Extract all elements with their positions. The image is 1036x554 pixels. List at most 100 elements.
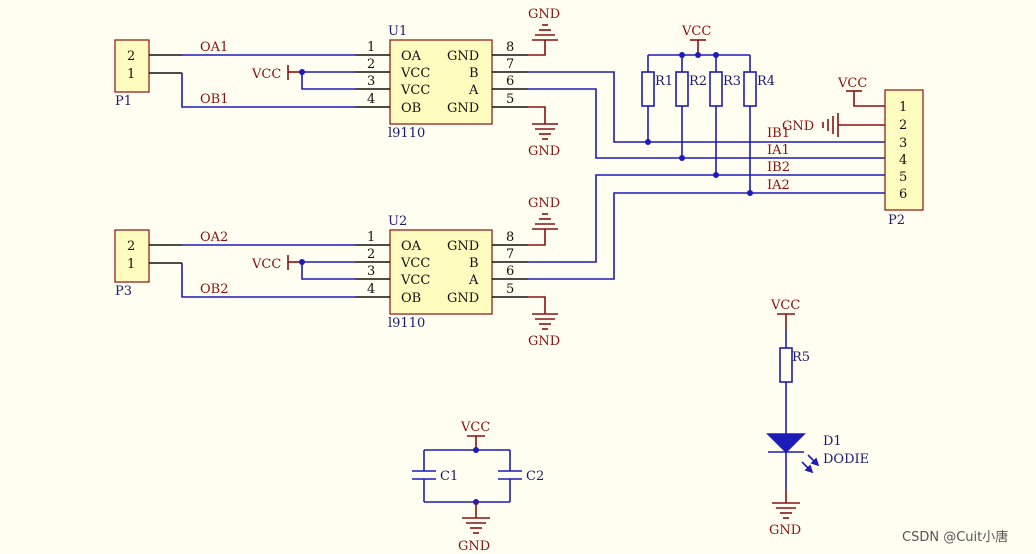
u2-gnd-bottom: GND	[528, 296, 560, 349]
p2-vcc-label: VCC	[837, 76, 867, 91]
u2-pin-name-ob: OB	[401, 291, 421, 306]
u2-pin-name-gnd-top: GND	[447, 239, 479, 254]
u1-pin-name-oa: OA	[401, 49, 422, 64]
u2-pin-num-1: 1	[367, 230, 375, 245]
u1-pin-name-b: B	[469, 66, 479, 81]
p2-pin-4: 4	[899, 153, 907, 168]
resistor-r5: R5	[779, 347, 810, 383]
decoupling-capacitors: VCC C1 C2 GND	[412, 420, 544, 554]
u2-pin-num-7: 7	[506, 247, 514, 262]
c1-label: C1	[440, 469, 458, 484]
u2-pin-name-b: B	[469, 256, 479, 271]
capacitor-c1: C1	[412, 450, 458, 502]
u1-part: l9110	[388, 126, 425, 141]
p2-pin-1: 1	[899, 100, 907, 115]
net-label-ia1: IA1	[767, 143, 790, 158]
u1-gnd-bottom: GND	[528, 106, 560, 159]
u1-pin-num-2: 2	[367, 57, 375, 72]
u2-pin-name-vcc-b: VCC	[400, 273, 430, 288]
net-label-oa2: OA2	[200, 230, 228, 245]
u2-pin-num-6: 6	[506, 264, 514, 279]
u1-vcc-port: VCC	[251, 65, 355, 90]
led-vcc-label: VCC	[770, 298, 800, 313]
u1-pin-name-gnd-top: GND	[447, 49, 479, 64]
p2-pin-5: 5	[899, 170, 907, 185]
u2-pin-name-gnd-bottom: GND	[447, 291, 479, 306]
net-label-oa1: OA1	[200, 40, 228, 55]
u1-pin-num-4: 4	[367, 92, 375, 107]
resistor-r3: R3	[709, 55, 741, 178]
d1-value: DODIE	[823, 452, 869, 467]
u2-pin-num-2: 2	[367, 247, 375, 262]
r1-label: R1	[655, 74, 673, 89]
net-label-ob1: OB1	[200, 92, 228, 107]
capacitor-c2: C2	[498, 450, 544, 502]
resistor-r4: R4	[743, 55, 775, 196]
p2-vcc-port: VCC	[837, 76, 885, 107]
u2-pin-name-vcc-a: VCC	[400, 256, 430, 271]
u1-gnd-top-label: GND	[528, 7, 560, 22]
pullup-vcc-label: VCC	[681, 24, 711, 39]
net-label-ib2: IB2	[767, 160, 790, 175]
caps-vcc-label: VCC	[460, 420, 490, 435]
u2-pin-num-4: 4	[367, 282, 375, 297]
u2-part: l9110	[388, 316, 425, 331]
pullup-resistor-bank: VCC R1 R2 R3	[641, 24, 775, 196]
u2-pin-name-oa: OA	[401, 239, 422, 254]
p3-ref: P3	[115, 284, 132, 299]
r3-label: R3	[723, 74, 741, 89]
u2-pin-num-5: 5	[506, 282, 514, 297]
u1-gnd-top: GND	[528, 7, 560, 56]
led-gnd-label: GND	[769, 523, 801, 538]
u1-pin-name-vcc-b: VCC	[400, 83, 430, 98]
watermark: CSDN @Cuit小唐	[902, 529, 1008, 545]
net-label-ib1: IB1	[767, 126, 790, 141]
u2-ref: U2	[388, 214, 407, 229]
u1-ref: U1	[388, 24, 407, 39]
u2-gnd-bottom-label: GND	[528, 334, 560, 349]
p1-pin-2: 2	[127, 49, 135, 64]
p2-pin-3: 3	[899, 136, 907, 151]
u1-gnd-bottom-label: GND	[528, 144, 560, 159]
p2-ref: P2	[888, 213, 905, 228]
led-indicator: VCC R5 D1 DODIE GND	[766, 298, 869, 538]
p3-pin-1: 1	[127, 257, 135, 272]
u1-pin-num-1: 1	[367, 40, 375, 55]
connector-p3: 2 1 P3	[114, 229, 182, 299]
u1-pin-name-a: A	[468, 83, 479, 98]
p2-gnd-port: GND	[782, 113, 885, 137]
u1-pin-name-vcc-a: VCC	[400, 66, 430, 81]
u2-vcc-port: VCC	[251, 255, 355, 280]
u1-pin-num-3: 3	[367, 74, 375, 89]
connector-p1: 2 1 P1	[114, 39, 182, 109]
resistor-r2: R2	[675, 55, 707, 161]
p2-pin-2: 2	[899, 118, 907, 133]
caps-gnd-label: GND	[458, 539, 490, 554]
u1-pin-num-8: 8	[506, 40, 514, 55]
p2-pin-6: 6	[899, 187, 907, 202]
r4-label: R4	[757, 74, 775, 89]
u1-pin-name-gnd-bottom: GND	[447, 101, 479, 116]
u1-pin-num-6: 6	[506, 74, 514, 89]
r5-label: R5	[792, 350, 810, 365]
d1-ref: D1	[823, 434, 842, 449]
p1-pin-1: 1	[127, 67, 135, 82]
connector-p2: 1 2 3 4 5 6 P2	[884, 89, 924, 228]
u1-pin-name-ob: OB	[401, 101, 421, 116]
u1-vcc-label: VCC	[251, 67, 281, 82]
u2-pin-num-8: 8	[506, 230, 514, 245]
u1-pin-num-5: 5	[506, 92, 514, 107]
r2-label: R2	[689, 74, 707, 89]
u2-pin-name-a: A	[468, 273, 479, 288]
u2-pin-num-3: 3	[367, 264, 375, 279]
u1-pin-num-7: 7	[506, 57, 514, 72]
led-d1: D1 DODIE	[766, 433, 869, 474]
c2-label: C2	[526, 469, 544, 484]
u2-vcc-label: VCC	[251, 257, 281, 272]
ic-u1: U1 1 2 3 4 OA VCC VCC OB 8 7 6 5 GND B A…	[355, 24, 528, 141]
u2-gnd-top-label: GND	[528, 196, 560, 211]
net-label-ia2: IA2	[767, 178, 790, 193]
p3-pin-2: 2	[127, 239, 135, 254]
p1-ref: P1	[115, 94, 132, 109]
